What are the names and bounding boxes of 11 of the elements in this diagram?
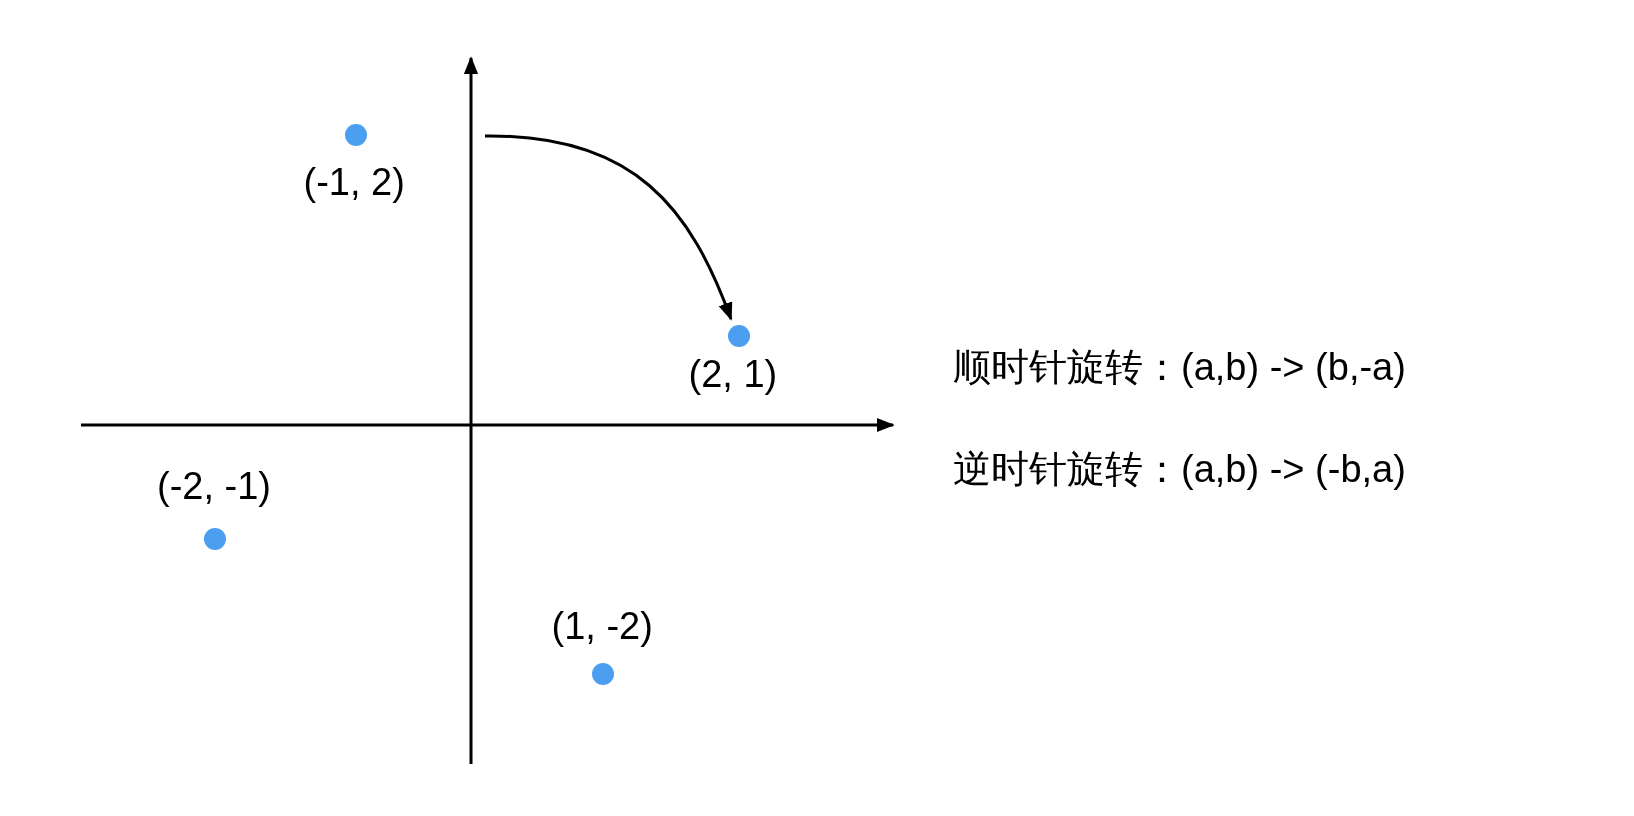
coordinate-label: (2, 1)	[688, 355, 778, 393]
point-dot	[728, 325, 750, 347]
formula-text: 顺时针旋转：(a,b) -> (b,-a)	[953, 348, 1406, 386]
point-dot	[204, 528, 226, 550]
coordinate-label: (-2, -1)	[157, 467, 271, 505]
coordinate-label: (1, -2)	[551, 607, 653, 645]
point-dot	[592, 663, 614, 685]
formula-text: 逆时针旋转：(a,b) -> (-b,a)	[953, 450, 1406, 488]
coordinate-label: (-1, 2)	[303, 163, 405, 201]
rotation-arrow	[484, 134, 733, 321]
point-dot	[345, 124, 367, 146]
